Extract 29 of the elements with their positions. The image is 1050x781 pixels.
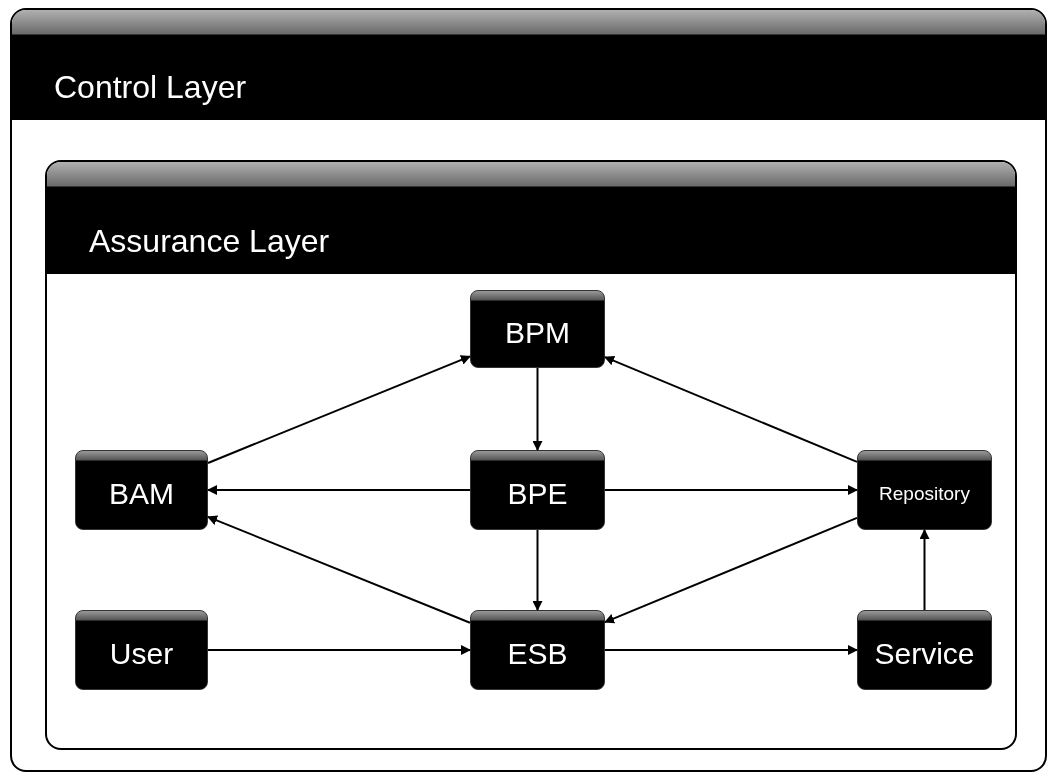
layer-title: Control Layer xyxy=(54,69,247,106)
component-label: BPE xyxy=(507,477,568,511)
arrow xyxy=(604,645,858,655)
component-label: Service xyxy=(874,637,975,671)
arrow xyxy=(532,367,543,451)
arrow xyxy=(207,485,471,495)
component-label: User xyxy=(109,637,174,671)
component-label: BAM xyxy=(109,477,174,511)
arrow xyxy=(532,529,543,611)
arrow xyxy=(207,355,471,464)
assurance-layer-panel xyxy=(45,160,1017,750)
layer-title: Assurance Layer xyxy=(89,223,330,260)
component-box xyxy=(470,610,605,690)
component-box xyxy=(75,450,208,530)
component-box xyxy=(75,610,208,690)
control-layer-panel xyxy=(10,8,1047,772)
arrow xyxy=(207,515,471,624)
component-box xyxy=(470,450,605,530)
component-box xyxy=(857,610,992,690)
component-label: Repository xyxy=(879,483,970,505)
arrow xyxy=(919,529,930,611)
arrow xyxy=(604,516,858,624)
arrow xyxy=(604,485,858,495)
arrow xyxy=(604,355,858,463)
component-box xyxy=(857,450,992,530)
arrow xyxy=(207,645,471,655)
component-label: BPM xyxy=(505,316,570,350)
component-box xyxy=(470,290,605,368)
component-label: ESB xyxy=(507,637,568,671)
